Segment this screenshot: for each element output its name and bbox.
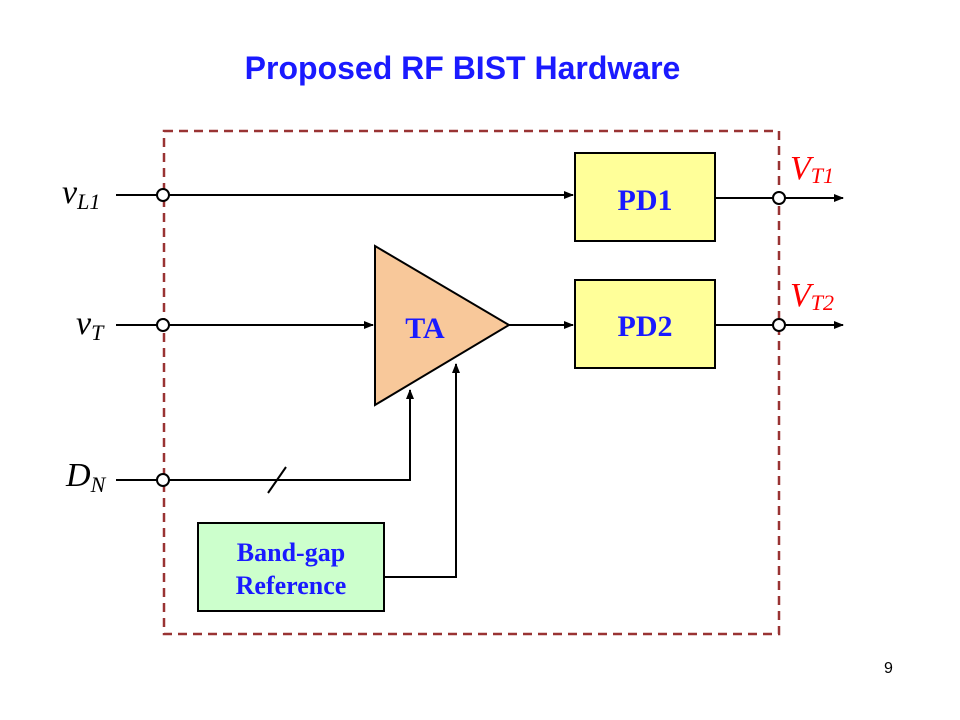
bandgap-label-line2: Reference (236, 571, 347, 600)
ta-label: TA (405, 312, 445, 345)
vt-input-label: vT (76, 305, 105, 345)
vt-terminal (156, 318, 170, 332)
wires (116, 191, 844, 578)
bandgap-label-line1: Band-gap (237, 538, 345, 567)
page-number: 9 (884, 660, 893, 677)
bandgap-to-ta-wire (384, 363, 460, 578)
vl1-input-label: vL1 (62, 174, 100, 214)
dn-terminal (156, 473, 170, 487)
bandgap-reference-block: Band-gap Reference (197, 522, 385, 612)
vt2-output-label: VT2 (790, 277, 834, 315)
dn-input-label: DN (65, 457, 107, 497)
vt2-terminal (772, 318, 786, 332)
pd2-block: PD2 (574, 279, 716, 369)
pd2-label: PD2 (618, 310, 673, 343)
bist-boundary (162, 129, 781, 636)
dn-bus-slash (267, 466, 287, 494)
vt1-terminal (772, 191, 786, 205)
dn-to-ta-bus (169, 389, 414, 481)
pd1-block: PD1 (574, 152, 716, 242)
terminals (156, 188, 786, 487)
slide-title: Proposed RF BIST Hardware (244, 50, 681, 86)
vt1-output-label: VT1 (790, 150, 834, 188)
pd1-label: PD1 (618, 184, 673, 217)
ta-amplifier: TA (374, 244, 511, 407)
vl1-terminal (156, 188, 170, 202)
